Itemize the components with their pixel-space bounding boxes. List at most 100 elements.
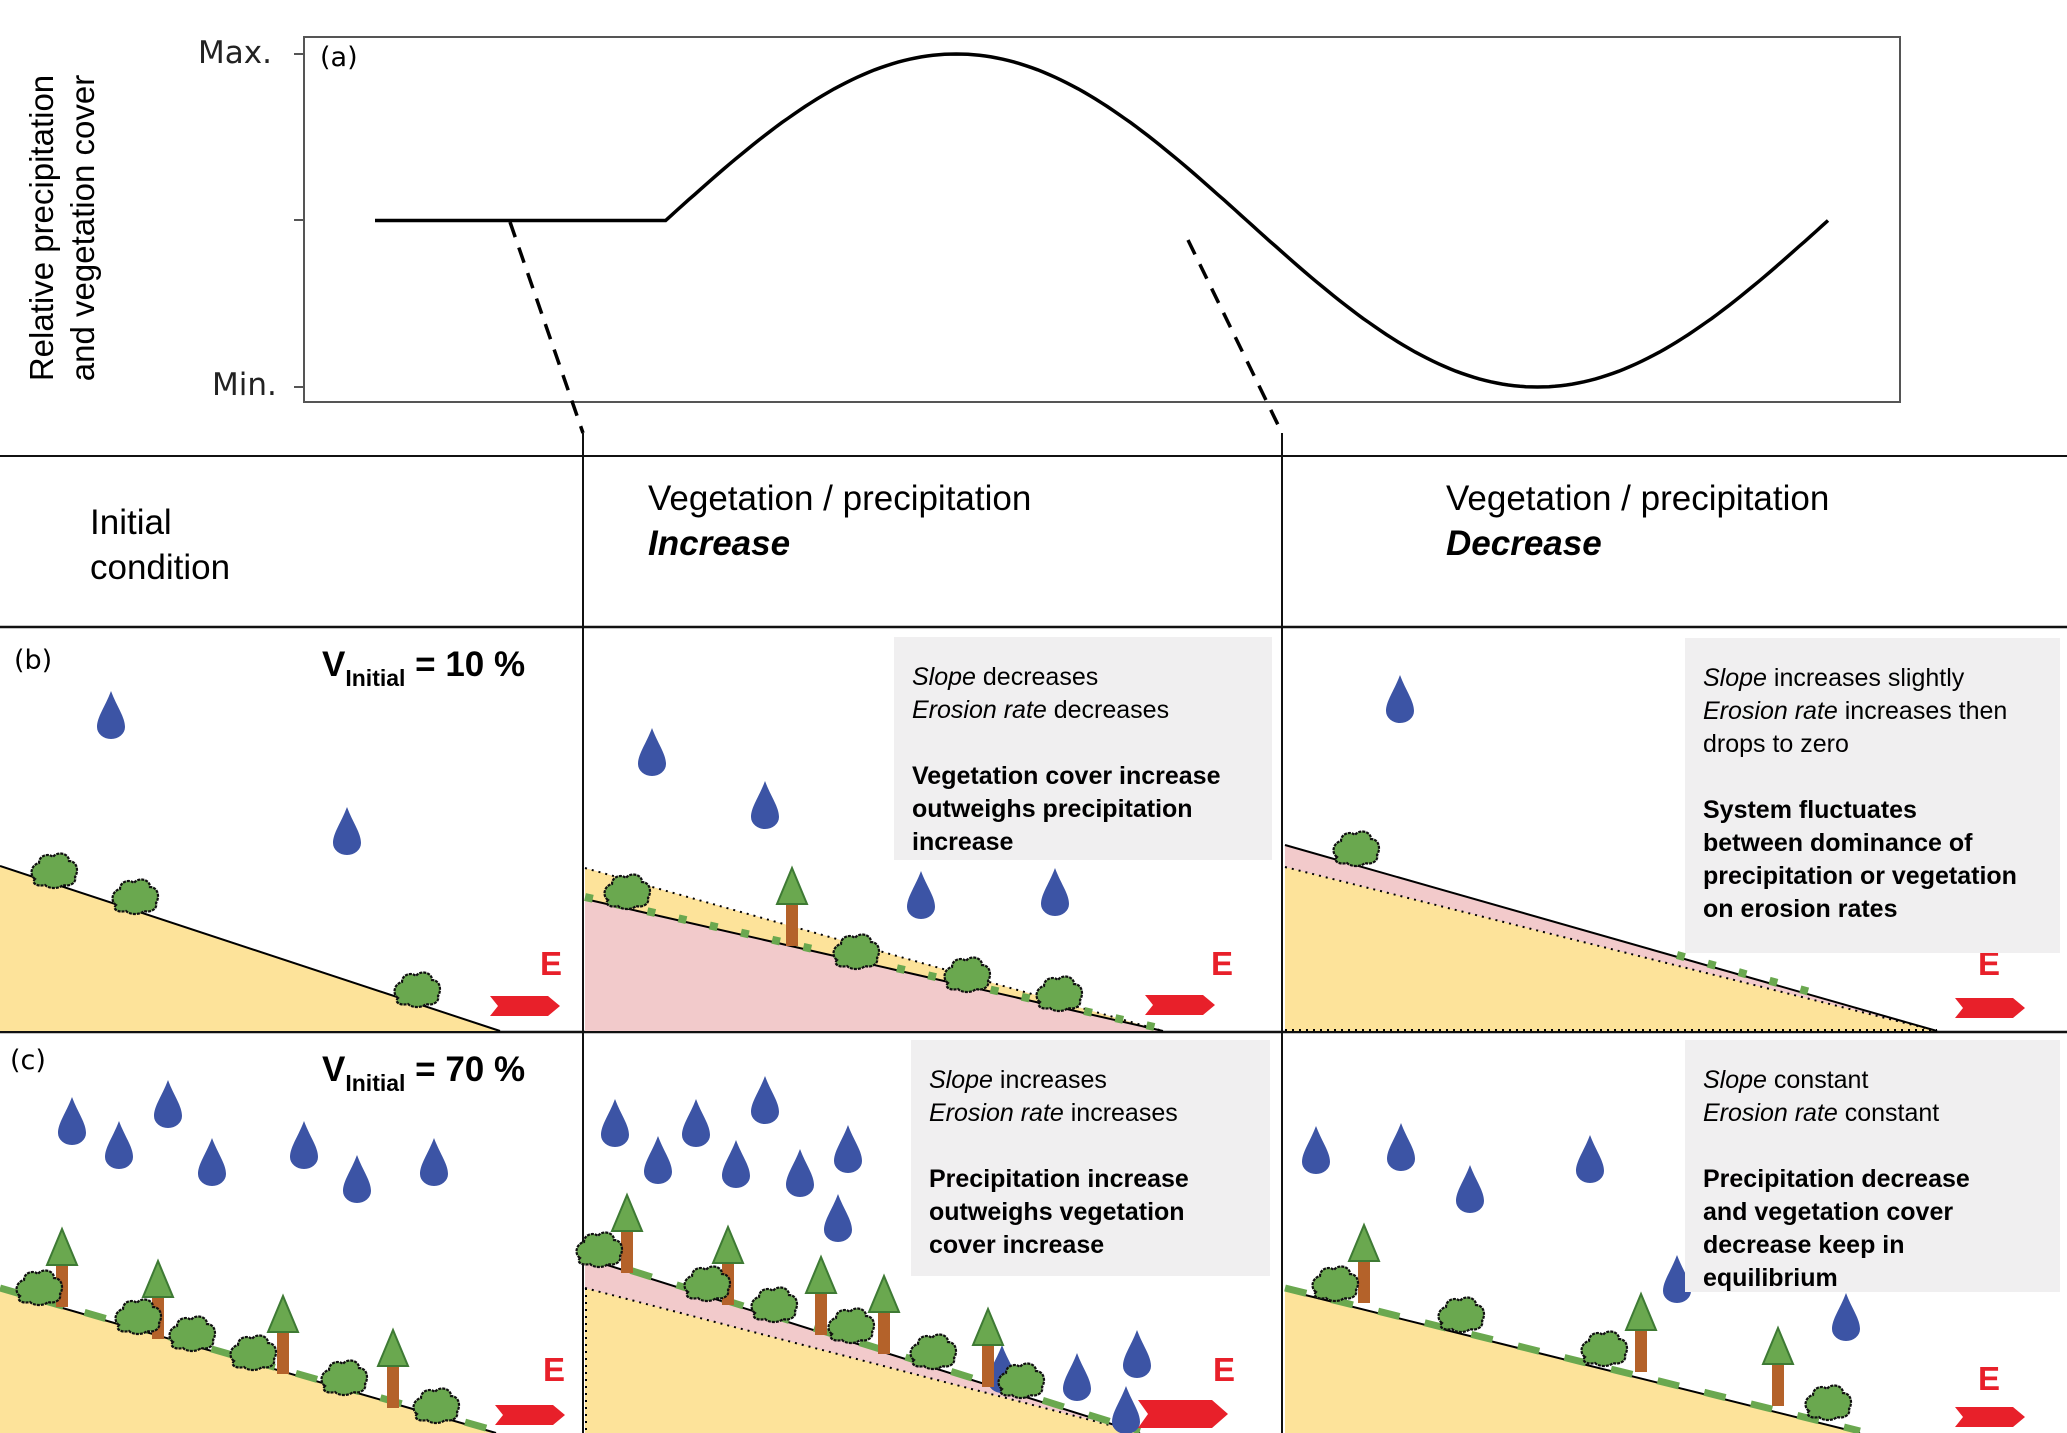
raindrop-icon (58, 1097, 86, 1145)
v-initial-subscript: Initial (345, 1070, 406, 1096)
conclusion-line: outweighs precipitation (912, 795, 1193, 823)
y-tick-label-min: Min. (212, 367, 277, 403)
y-axis-label-line1: Relative precipitation (22, 74, 60, 382)
erosion-arrow-icon (1145, 995, 1215, 1015)
erosion-arrow-icon (1955, 998, 2025, 1018)
series-line (375, 52, 1830, 389)
y-tick-label-max: Max. (198, 35, 272, 71)
tree-icon (1762, 1327, 1794, 1407)
bush-icon (1804, 1384, 1853, 1422)
erosion-change: Erosion rate constant (1703, 1099, 1940, 1127)
outcome-box-c-increase: Slope increases Erosion rate increases P… (911, 1040, 1270, 1276)
conclusion-line: on erosion rates (1703, 895, 1898, 923)
raindrop-icon (907, 871, 935, 919)
raindrop-icon (154, 1080, 182, 1128)
erosion-label: E (1978, 1360, 2001, 1397)
v-initial-value: = 70 % (415, 1050, 526, 1089)
conclusion-line: decrease keep in (1703, 1231, 1905, 1259)
bush-icon (1332, 830, 1381, 868)
v-initial-value: = 10 % (415, 645, 526, 684)
bush-icon (168, 1315, 217, 1353)
raindrop-icon (786, 1149, 814, 1197)
raindrop-icon (722, 1140, 750, 1188)
v-initial-symbol: V (322, 645, 346, 684)
bush-icon (1311, 1265, 1360, 1303)
grass-b-increase (584, 893, 1164, 1033)
column-header-decrease-line1: Vegetation / precipitation (1446, 479, 1830, 518)
raindrop-icon (824, 1194, 852, 1242)
raindrop-icon (1576, 1135, 1604, 1183)
raindrop-icon (1302, 1126, 1330, 1174)
raindrop-icon (97, 691, 125, 739)
raindrop-icon (1063, 1353, 1091, 1401)
raindrop-icon (1832, 1293, 1860, 1341)
column-header-initial-line1: Initial (90, 503, 172, 542)
erosion-label: E (1978, 945, 2001, 982)
v-initial-symbol: V (322, 1050, 346, 1089)
conclusion-line: Vegetation cover increase (912, 762, 1221, 790)
erosion-label: E (1211, 945, 1234, 982)
raindrop-icon (751, 1076, 779, 1124)
erosion-change: Erosion rate increases then (1703, 697, 2008, 725)
previous-slope-dotted (1284, 866, 1938, 1032)
conclusion-line: increase (912, 828, 1014, 856)
bush-icon (15, 1269, 64, 1307)
bush-icon (1580, 1330, 1629, 1368)
bush-icon (111, 878, 160, 916)
bush-icon (1437, 1296, 1486, 1334)
erosion-arrow-icon (490, 996, 560, 1016)
dashed-connector-increase (508, 221, 585, 434)
raindrop-icon (1041, 868, 1069, 916)
outcome-box-b-increase: Slope decreases Erosion rate decreases V… (894, 637, 1272, 860)
tree-icon (1625, 1293, 1657, 1373)
raindrop-icon (333, 807, 361, 855)
erosion-change: Erosion rate increases (929, 1099, 1178, 1127)
slope-change: Slope increases slightly (1703, 664, 1965, 692)
raindrop-icon (1112, 1386, 1140, 1433)
raindrop-icon (601, 1099, 629, 1147)
column-header-initial-line2: condition (90, 548, 231, 587)
raindrop-icon (834, 1125, 862, 1173)
y-axis-label: Relative precipitation and vegetation co… (12, 38, 112, 418)
column-header-initial: Initial condition (90, 500, 230, 590)
bush-icon (393, 971, 442, 1009)
series-line-layer (375, 52, 1830, 389)
bush-icon (229, 1334, 278, 1372)
conclusion-line: equilibrium (1703, 1264, 1838, 1292)
raindrop-icon (644, 1136, 672, 1184)
column-header-decrease-line2: Decrease (1446, 524, 1602, 563)
v-initial-subscript: Initial (345, 665, 406, 691)
raindrop-icon (420, 1138, 448, 1186)
bush-icon (412, 1387, 461, 1425)
erosion-label: E (540, 945, 563, 982)
raindrop-icon (682, 1099, 710, 1147)
conclusion-line: and vegetation cover (1703, 1198, 1954, 1226)
bush-icon (943, 956, 992, 994)
tree-icon (868, 1275, 900, 1355)
column-header-increase-line2: Increase (648, 524, 791, 563)
conclusion-line: precipitation or vegetation (1703, 862, 2017, 890)
grass-b-decrease (1675, 951, 1812, 996)
bush-icon (909, 1333, 958, 1371)
erosion-label: E (543, 1351, 566, 1388)
bush-icon (1035, 975, 1084, 1013)
conclusion-line: between dominance of (1703, 829, 1973, 857)
slope-change: Slope increases (929, 1066, 1107, 1094)
y-axis-label-line2: and vegetation cover (64, 74, 101, 382)
v-initial-c: VInitial = 70 % (322, 1050, 525, 1097)
panel-label-c: (c) (10, 1045, 46, 1076)
column-header-increase-line1: Vegetation / precipitation (648, 479, 1032, 518)
v-initial-b: VInitial = 10 % (322, 645, 525, 692)
slope-change: Slope constant (1703, 1066, 1869, 1094)
bush-icon (320, 1359, 369, 1397)
erosion-change: Erosion rate decreases (912, 696, 1170, 724)
bush-icon (832, 933, 881, 971)
raindrop-icon (751, 781, 779, 829)
conclusion-line: cover increase (929, 1231, 1105, 1259)
bush-icon (827, 1307, 876, 1345)
erosion-arrow-icon (1955, 1407, 2025, 1427)
grass-c-increase (583, 1252, 1142, 1433)
raindrop-icon (198, 1138, 226, 1186)
raindrop-icon (290, 1121, 318, 1169)
erosion-arrow-icon (1138, 1400, 1228, 1428)
